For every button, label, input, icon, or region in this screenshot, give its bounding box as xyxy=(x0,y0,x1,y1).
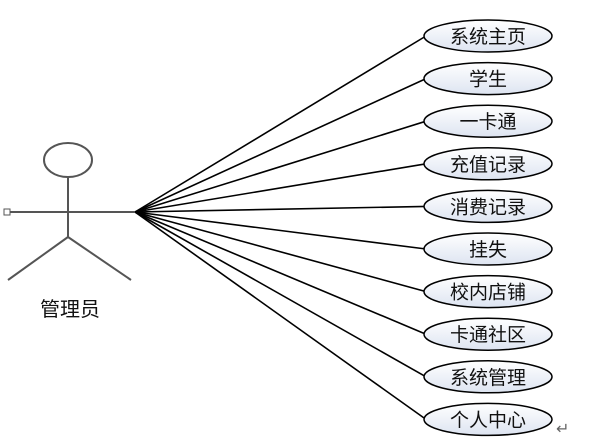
association-line xyxy=(134,163,427,213)
use-case[interactable]: 消费记录 xyxy=(423,189,553,224)
association-line xyxy=(134,120,427,213)
actor-label: 管理员 xyxy=(40,297,100,321)
use-case[interactable]: 个人中心 xyxy=(423,402,553,437)
use-case[interactable]: 一卡通 xyxy=(423,104,553,138)
use-case-label: 卡通社区 xyxy=(450,324,526,346)
use-case-label: 充值记录 xyxy=(450,154,526,176)
use-case-ellipse[interactable] xyxy=(423,61,553,96)
association-line xyxy=(134,211,427,378)
use-case[interactable]: 校内店铺 xyxy=(423,274,553,309)
use-case-ellipse[interactable] xyxy=(423,189,553,224)
use-case[interactable]: 学生 xyxy=(423,61,553,96)
use-case-label: 个人中心 xyxy=(450,409,526,431)
use-case-label: 系统管理 xyxy=(450,367,526,389)
use-case-ellipse[interactable] xyxy=(423,19,553,53)
use-case-ellipse[interactable] xyxy=(423,232,553,266)
actor-left-leg xyxy=(7,236,69,281)
use-case-ellipse[interactable] xyxy=(423,147,553,181)
association-line xyxy=(134,77,427,213)
use-case-ellipse[interactable] xyxy=(423,274,553,309)
use-case-ellipse[interactable] xyxy=(423,317,553,351)
association-line xyxy=(134,211,427,421)
paragraph-mark: ↵ xyxy=(556,419,569,438)
use-case-label: 学生 xyxy=(469,69,507,91)
use-case-label: 一卡通 xyxy=(459,111,516,133)
use-case[interactable]: 充值记录 xyxy=(423,147,553,181)
actor-right-leg xyxy=(67,236,132,281)
association-line xyxy=(134,211,427,335)
association-lines xyxy=(134,35,427,421)
use-case[interactable]: 挂失 xyxy=(423,232,553,266)
actor-head xyxy=(43,142,93,178)
use-case-label: 挂失 xyxy=(469,239,507,261)
actor-handle-marker xyxy=(3,208,11,216)
use-case[interactable]: 系统管理 xyxy=(423,360,553,394)
use-case-ellipse[interactable] xyxy=(423,402,553,437)
association-line xyxy=(134,211,427,293)
actor-figure xyxy=(7,142,135,281)
use-case-label: 系统主页 xyxy=(450,26,526,48)
association-line xyxy=(134,205,427,213)
use-case[interactable]: 卡通社区 xyxy=(423,317,553,351)
use-case-ellipse[interactable] xyxy=(423,104,553,138)
use-case-label: 消费记录 xyxy=(450,196,526,218)
use-case[interactable]: 系统主页 xyxy=(423,19,553,53)
association-line xyxy=(134,35,427,213)
use-case-ellipse[interactable] xyxy=(423,360,553,394)
use-case-label: 校内店铺 xyxy=(450,282,526,304)
association-line xyxy=(134,211,427,250)
